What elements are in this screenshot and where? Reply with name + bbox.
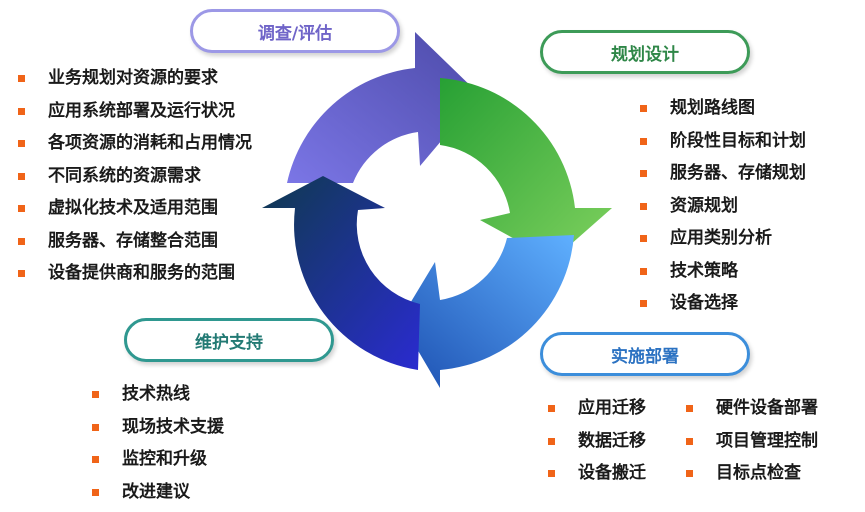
list-item: 设备搬迁 [548, 457, 646, 490]
bullet-icon [640, 267, 647, 275]
survey-list: 业务规划对资源的要求 应用系统部署及运行状况 各项资源的消耗和占用情况 不同系统… [18, 62, 252, 290]
list-item: 数据迁移 [548, 425, 646, 458]
arrow-maint [262, 176, 420, 370]
list-item: 目标点检查 [686, 457, 818, 490]
list-item: 资源规划 [640, 190, 806, 223]
bullet-icon [640, 105, 647, 112]
list-item: 设备选择 [640, 287, 806, 320]
bullet-icon [92, 488, 99, 496]
arrow-deploy [400, 235, 574, 388]
list-item: 设备提供商和服务的范围 [18, 257, 252, 290]
list-item: 硬件设备部署 [686, 392, 818, 425]
list-item: 改进建议 [92, 476, 224, 509]
list-item: 技术策略 [640, 255, 806, 288]
bullet-icon [18, 205, 25, 212]
bullet-icon [548, 405, 555, 412]
bullet-icon [686, 470, 693, 477]
list-item: 服务器、存储整合范围 [18, 225, 252, 258]
list-item: 服务器、存储规划 [640, 157, 806, 190]
list-item: 应用类别分析 [640, 222, 806, 255]
phase-label-maint: 维护支持 [124, 318, 334, 362]
list-item: 规划路线图 [640, 92, 806, 125]
list-item: 业务规划对资源的要求 [18, 62, 252, 95]
bullet-icon [640, 202, 647, 210]
deploy-list-right: 硬件设备部署 项目管理控制 目标点检查 [686, 392, 818, 490]
list-item: 阶段性目标和计划 [640, 125, 806, 158]
bullet-icon [640, 235, 647, 242]
list-item: 应用迁移 [548, 392, 646, 425]
plan-list: 规划路线图 阶段性目标和计划 服务器、存储规划 资源规划 应用类别分析 技术策略… [640, 92, 806, 320]
arrow-survey [287, 32, 480, 183]
deploy-list-left: 应用迁移 数据迁移 设备搬迁 [548, 392, 646, 490]
phase-label-plan: 规划设计 [540, 30, 750, 74]
bullet-icon [548, 437, 555, 445]
bullet-icon [548, 470, 555, 477]
bullet-icon [640, 137, 647, 145]
bullet-icon [686, 437, 693, 445]
list-item: 各项资源的消耗和占用情况 [18, 127, 252, 160]
bullet-icon [18, 237, 25, 245]
bullet-icon [686, 405, 693, 412]
bullet-icon [92, 423, 99, 431]
bullet-icon [18, 75, 25, 82]
bullet-icon [640, 170, 647, 177]
phase-label-deploy: 实施部署 [540, 332, 750, 376]
list-item: 虚拟化技术及适用范围 [18, 192, 252, 225]
list-item: 监控和升级 [92, 443, 224, 476]
list-item: 项目管理控制 [686, 425, 818, 458]
bullet-icon [92, 391, 99, 398]
arrow-plan [440, 78, 612, 260]
bullet-icon [18, 270, 25, 277]
phase-label-survey: 调查/评估 [190, 9, 400, 53]
bullet-icon [92, 456, 99, 463]
list-item: 不同系统的资源需求 [18, 160, 252, 193]
list-item: 现场技术支援 [92, 411, 224, 444]
bullet-icon [18, 107, 25, 115]
bullet-icon [18, 140, 25, 147]
list-item: 应用系统部署及运行状况 [18, 95, 252, 128]
list-item: 技术热线 [92, 378, 224, 411]
bullet-icon [18, 172, 25, 180]
bullet-icon [640, 300, 647, 307]
maint-list: 技术热线 现场技术支援 监控和升级 改进建议 [92, 378, 224, 508]
